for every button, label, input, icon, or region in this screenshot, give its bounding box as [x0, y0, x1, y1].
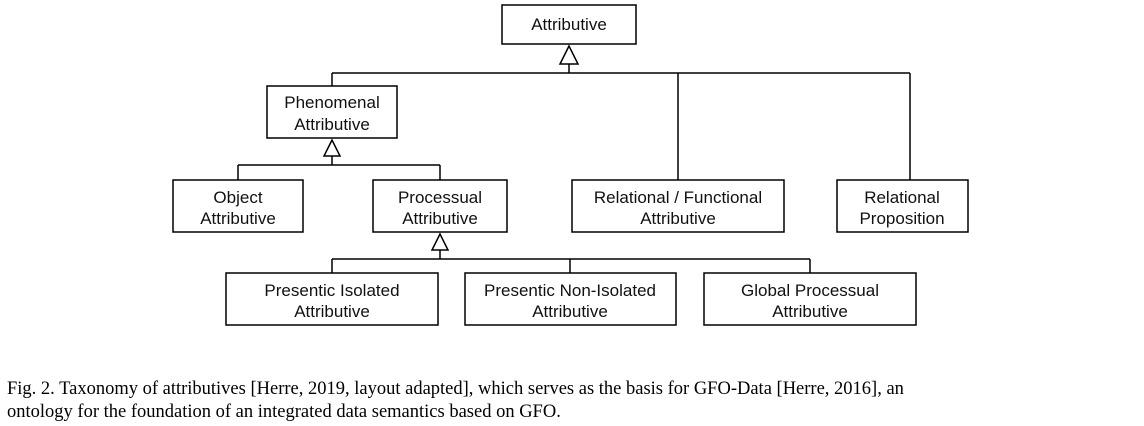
node-object-attributive-label-2: Attributive — [200, 209, 276, 228]
node-relational-proposition-label-1: Relational — [864, 188, 940, 207]
generalization-arrow-phenomenal — [322, 138, 342, 157]
node-presentic-non-isolated-label-1: Presentic Non-Isolated — [484, 281, 656, 300]
node-presentic-isolated-attributive: Presentic Isolated Attributive — [225, 272, 439, 326]
node-relational-functional-label-2: Attributive — [640, 209, 716, 228]
figure-caption: Fig. 2. Taxonomy of attributives [Herre,… — [7, 378, 1139, 424]
node-global-processual-label-1: Global Processual — [741, 281, 879, 300]
node-phenomenal-attributive-label-2: Attributive — [294, 115, 370, 134]
edges-processual — [331, 250, 811, 273]
node-presentic-non-isolated-label-2: Attributive — [532, 302, 608, 321]
node-presentic-isolated-label-1: Presentic Isolated — [264, 281, 399, 300]
generalization-arrow-attributive — [558, 44, 580, 65]
node-phenomenal-attributive: Phenomenal Attributive — [266, 85, 398, 139]
node-object-attributive-label-1: Object — [213, 188, 262, 207]
node-phenomenal-attributive-label-1: Phenomenal — [284, 93, 379, 112]
edges-attributive — [331, 64, 911, 180]
node-object-attributive: Object Attributive — [172, 179, 304, 233]
node-attributive-label: Attributive — [531, 15, 607, 34]
node-relational-proposition-label-2: Proposition — [859, 209, 944, 228]
node-relational-proposition: Relational Proposition — [836, 179, 969, 233]
node-presentic-isolated-label-2: Attributive — [294, 302, 370, 321]
node-global-processual-attributive: Global Processual Attributive — [703, 272, 917, 326]
node-presentic-non-isolated-attributive: Presentic Non-Isolated Attributive — [464, 272, 677, 326]
generalization-arrow-processual — [430, 232, 450, 251]
node-processual-attributive-label-1: Processual — [398, 188, 482, 207]
node-attributive: Attributive — [501, 4, 637, 45]
figure-caption-line-1: Fig. 2. Taxonomy of attributives [Herre,… — [7, 379, 904, 399]
node-relational-functional-attributive: Relational / Functional Attributive — [571, 179, 785, 233]
figure-caption-line-2: ontology for the foundation of an integr… — [7, 402, 561, 422]
edges-phenomenal — [237, 156, 441, 180]
node-processual-attributive: Processual Attributive — [372, 179, 508, 233]
node-processual-attributive-label-2: Attributive — [402, 209, 478, 228]
node-relational-functional-label-1: Relational / Functional — [594, 188, 762, 207]
node-global-processual-label-2: Attributive — [772, 302, 848, 321]
